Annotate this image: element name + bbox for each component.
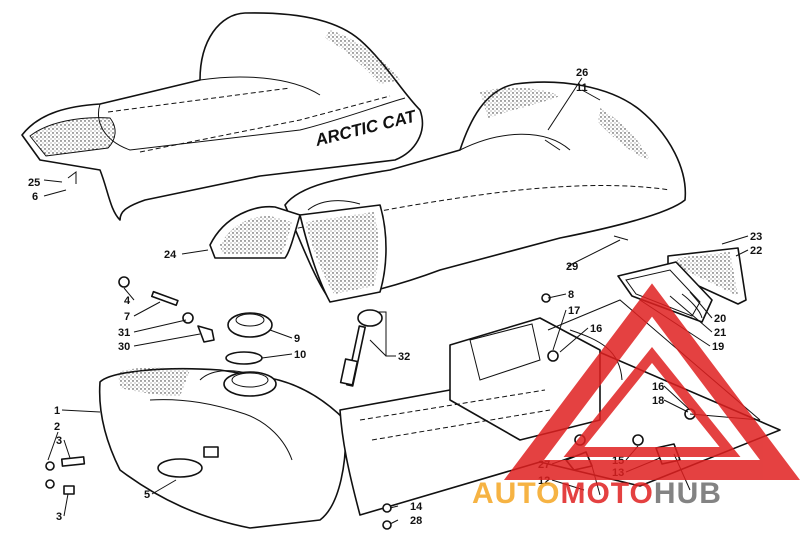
watermark-logo-triangle — [503, 283, 800, 480]
hardware-parts — [45, 171, 761, 530]
callout-3a: 3 — [56, 435, 62, 447]
callout-23: 23 — [750, 231, 762, 243]
callout-9: 9 — [294, 333, 300, 345]
callout-19: 19 — [712, 341, 724, 353]
callout-29: 29 — [566, 261, 578, 273]
callout-26: 26 — [576, 67, 588, 79]
callout-3b: 3 — [56, 511, 62, 523]
lower-seat — [209, 81, 687, 303]
callout-4: 4 — [124, 295, 131, 307]
callout-28: 28 — [410, 515, 422, 527]
callout-2: 2 — [54, 421, 60, 433]
callout-16b: 16 — [652, 381, 664, 393]
callout-20: 20 — [714, 313, 726, 325]
callout-6: 6 — [32, 191, 38, 203]
callout-24: 24 — [164, 249, 177, 261]
callout-8: 8 — [568, 289, 574, 301]
callout-30: 30 — [118, 341, 130, 353]
callout-21: 21 — [714, 327, 726, 339]
callout-32: 32 — [398, 351, 410, 363]
taillight-assembly — [617, 247, 747, 323]
watermark-text: AUTOMOTOHUB — [472, 477, 722, 510]
callout-18: 18 — [652, 395, 664, 407]
callout-31: 31 — [118, 327, 130, 339]
callout-14: 14 — [410, 501, 423, 513]
callout-17: 17 — [568, 305, 580, 317]
leader-lines — [43, 77, 749, 525]
upper-seat: ARCTIC CAT — [21, 12, 424, 221]
callout-11: 11 — [576, 82, 588, 94]
callout-7: 7 — [124, 311, 130, 323]
callout-16a: 16 — [590, 323, 602, 335]
callout-5: 5 — [144, 489, 150, 501]
callout-10: 10 — [294, 349, 306, 361]
callout-25: 25 — [28, 177, 40, 189]
callout-22: 22 — [750, 245, 762, 257]
watermark: AUTOMOTOHUB — [472, 283, 800, 510]
fuel-tank — [98, 367, 347, 529]
callout-1: 1 — [54, 405, 60, 417]
